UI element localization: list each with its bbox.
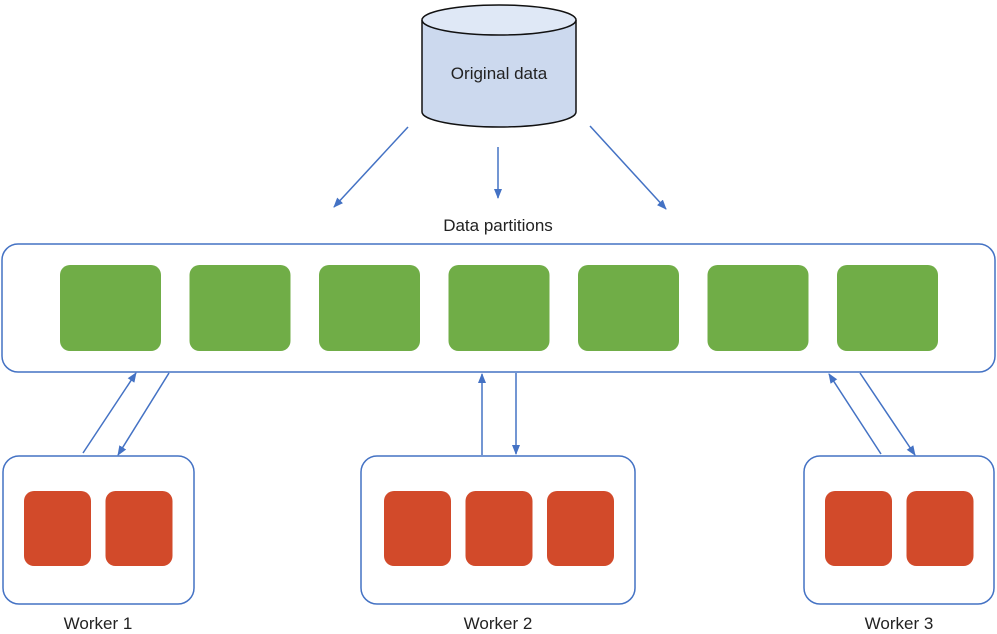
arrow-partitions-to-worker-1 (117, 372, 170, 456)
worker-2-block (384, 491, 451, 566)
worker-2-block (465, 491, 533, 566)
worker-3-block (825, 491, 892, 566)
partition-block (189, 265, 291, 351)
partition-block (578, 265, 679, 351)
database-cylinder-icon (421, 4, 577, 128)
partition-block (837, 265, 938, 351)
partition-block (707, 265, 809, 351)
worker-2-block (547, 491, 614, 566)
partition-blocks (60, 265, 938, 351)
partition-block (60, 265, 161, 351)
arrow-db-to-right (589, 125, 667, 210)
partition-block (448, 265, 550, 351)
arrow-partitions-to-worker-3 (859, 372, 916, 456)
worker-2-label: Worker 2 (463, 614, 533, 633)
partitions-label: Data partitions (443, 216, 553, 235)
worker-3-arrows (828, 372, 916, 456)
worker-3-block (906, 491, 974, 566)
worker-3-label: Worker 3 (864, 614, 934, 633)
worker-blocks (24, 491, 974, 566)
arrow-db-to-left (333, 126, 409, 208)
worker-1-label: Worker 1 (63, 614, 133, 633)
arrow-worker-3-to-partitions (828, 373, 882, 455)
distribution-arrows (333, 125, 667, 210)
database-label: Original data (450, 64, 548, 83)
worker-1-block (105, 491, 173, 566)
worker-1-arrows (82, 372, 170, 456)
worker-1-block (24, 491, 91, 566)
arrow-worker-1-to-partitions (82, 372, 137, 454)
partition-block (319, 265, 420, 351)
worker-2-arrows (478, 373, 520, 455)
